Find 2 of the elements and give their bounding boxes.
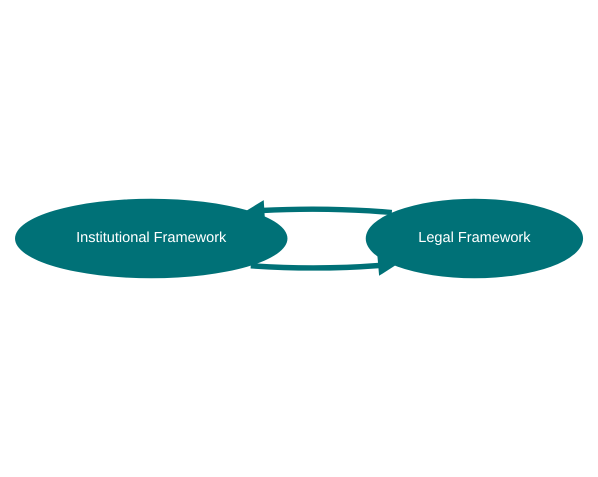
node-ellipse: Legal Framework: [366, 198, 584, 278]
arrow: [250, 255, 398, 276]
